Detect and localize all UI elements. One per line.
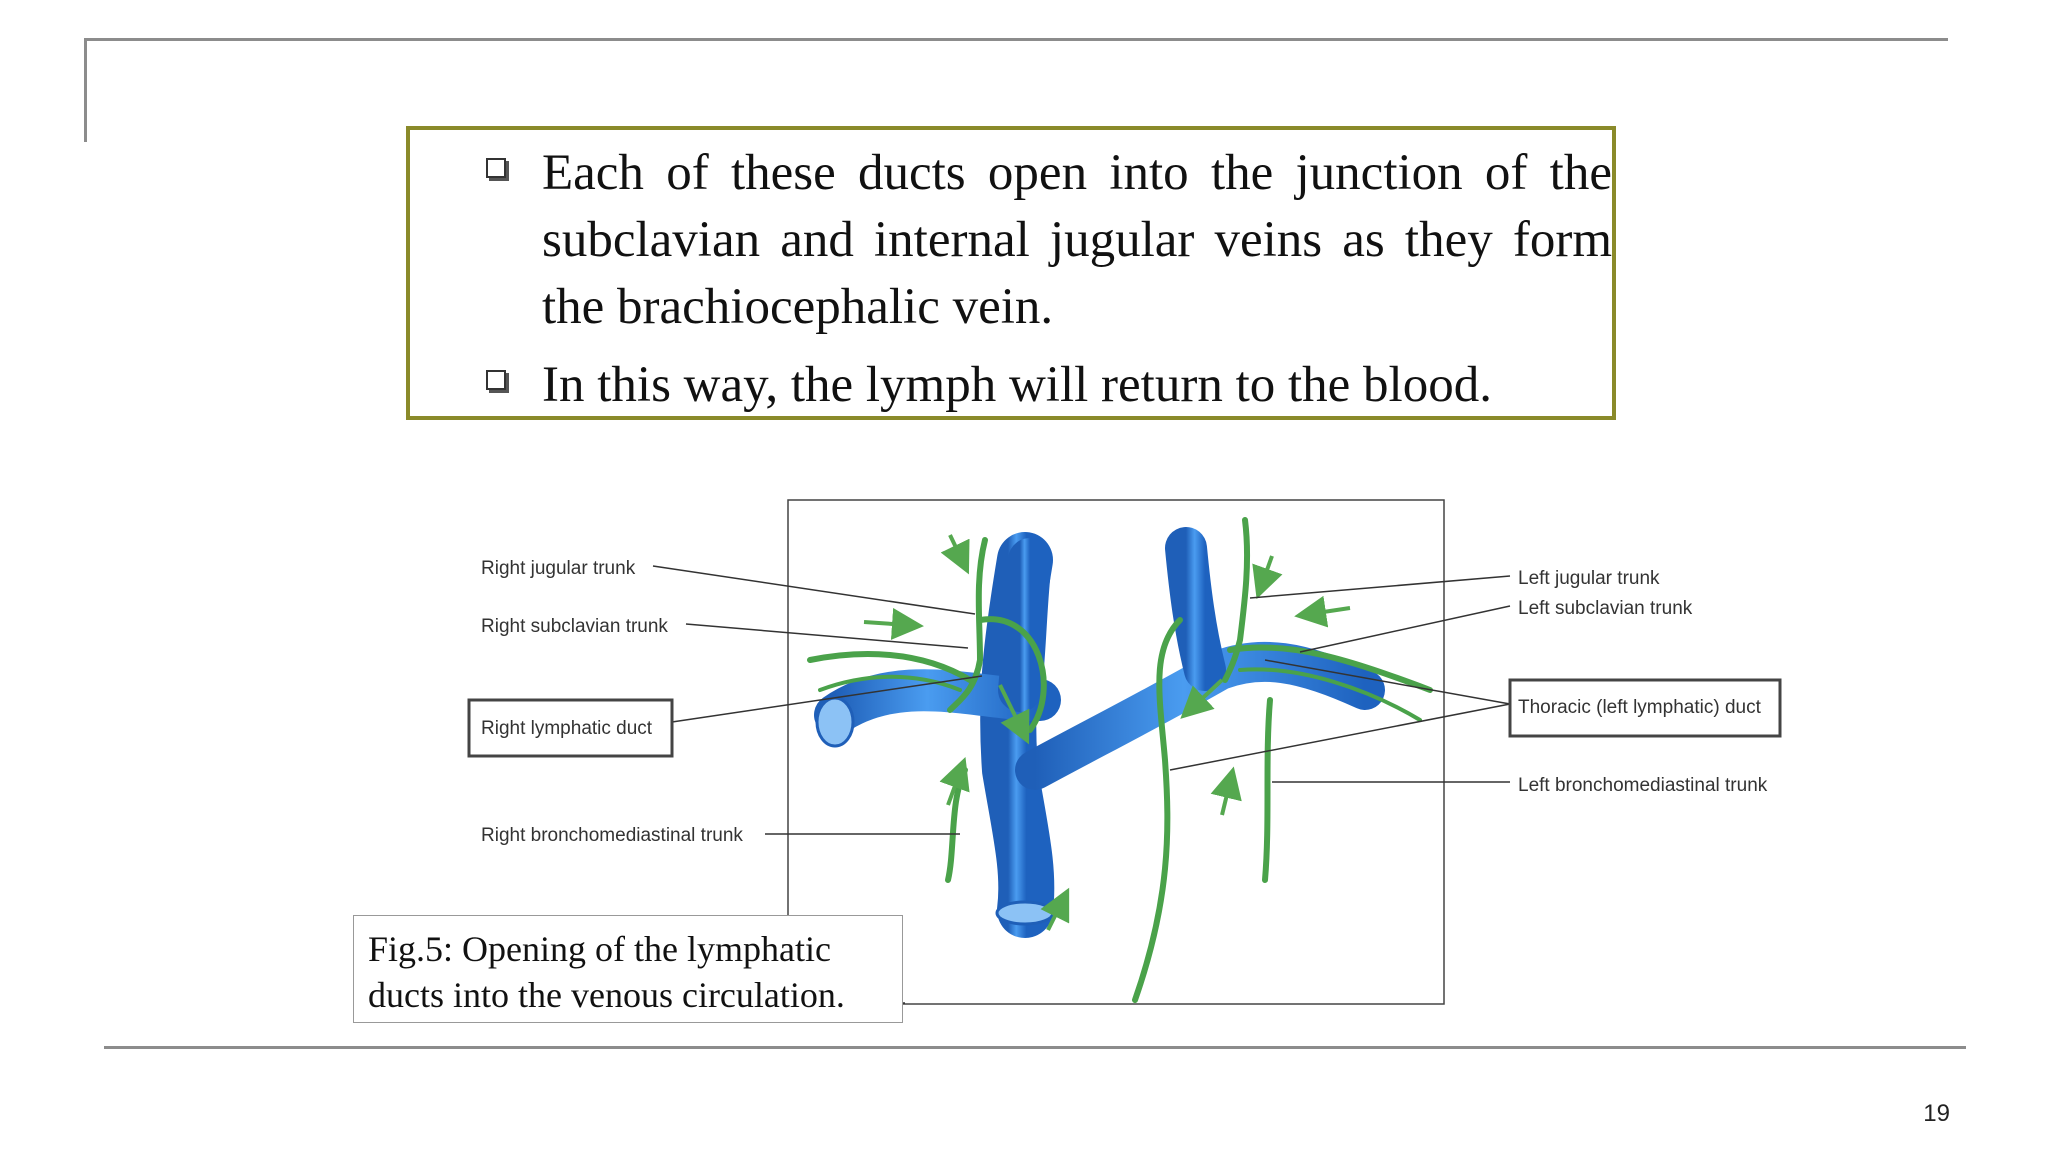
right-lymphatic-duct-box <box>467 698 674 758</box>
label-thoracic-duct: Thoracic (left lymphatic) duct <box>1518 697 1762 718</box>
bullet-text: Each of these ducts open into the juncti… <box>542 145 1612 335</box>
left-internal-jugular-vein <box>1165 527 1226 691</box>
label-right-subclavian-trunk: Right subclavian trunk <box>481 616 668 637</box>
thoracic-duct <box>1132 617 1183 1003</box>
label-right-jugular-trunk: Right jugular trunk <box>481 558 636 579</box>
label-right-lymphatic-duct: Right lymphatic duct <box>481 718 653 739</box>
arrow-icon <box>998 684 1030 745</box>
right-subclavian-opening <box>815 696 855 748</box>
left-bronchomediastinal-lymph-trunk <box>1262 697 1273 883</box>
flow-arrows <box>863 534 1351 931</box>
vena-cava-opening <box>995 900 1055 926</box>
figure-caption: Fig.5: Opening of the lymphatic ducts in… <box>353 915 903 1023</box>
bullet-text-box: Each of these ducts open into the juncti… <box>406 126 1616 420</box>
right-subclavian-branch <box>818 674 962 692</box>
figure-frame <box>787 499 1445 1005</box>
arrow-icon <box>1294 595 1351 628</box>
right-jugular-lymph-trunk <box>947 537 988 713</box>
veins <box>814 527 1385 938</box>
left-subclavian-branch <box>1238 667 1422 722</box>
right-internal-jugular-vein <box>998 538 1052 712</box>
arrow-icon <box>1040 887 1070 931</box>
arrow-icon <box>1252 555 1283 600</box>
label-left-jugular-trunk: Left jugular trunk <box>1518 568 1660 589</box>
left-rule <box>84 38 87 142</box>
bullet-text: In this way, the lymph will return to th… <box>542 357 1492 413</box>
arrow-icon <box>939 756 970 806</box>
thoracic-duct-box <box>1508 678 1782 738</box>
bottom-rule <box>104 1046 1966 1049</box>
arrow-icon <box>1210 766 1242 816</box>
top-rule <box>86 38 1948 41</box>
left-jugular-lymph-trunk <box>1222 517 1251 683</box>
arrow-icon <box>863 607 924 640</box>
arrow-icon <box>1180 678 1224 719</box>
page-number: 19 <box>1923 1100 1950 1127</box>
leader-lines <box>652 565 1511 1004</box>
square-bullet-icon <box>486 370 506 390</box>
left-subclavian-lymph-trunk <box>1227 644 1433 693</box>
right-subclavian-lymph-trunk <box>807 651 973 683</box>
label-left-subclavian-trunk: Left subclavian trunk <box>1518 598 1693 619</box>
square-bullet-icon <box>486 158 506 178</box>
arrow-icon <box>940 534 970 575</box>
label-left-bronchomediastinal-trunk: Left bronchomediastinal trunk <box>1518 775 1768 796</box>
label-right-bronchomediastinal-trunk: Right bronchomediastinal trunk <box>481 825 743 846</box>
lymphatic-vessels <box>807 517 1433 1003</box>
right-lymph-loop <box>977 616 1047 733</box>
